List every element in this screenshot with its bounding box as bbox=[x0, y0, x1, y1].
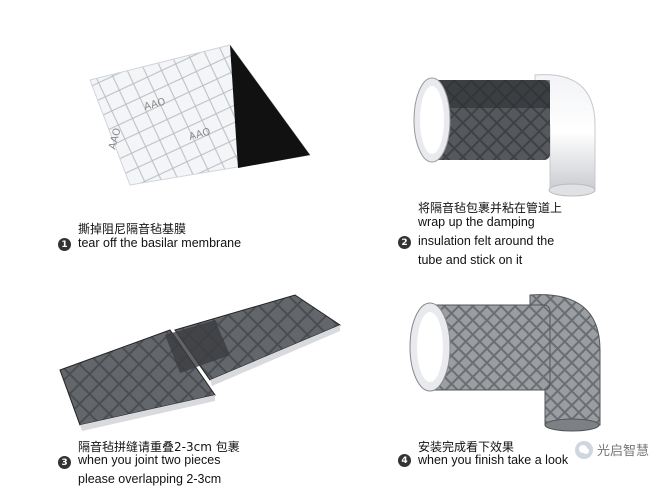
step-1-caption-en: tear off the basilar membrane bbox=[78, 234, 241, 253]
membrane-print-1: AAO bbox=[143, 97, 167, 113]
step-2-caption-cn: 将隔音毡包裹并粘在管道上 bbox=[418, 201, 563, 215]
step-4-number: 4 bbox=[398, 454, 411, 467]
step-4-caption-en-line: when you finish take a look bbox=[418, 453, 569, 467]
step-3-caption-cn: 隔音毡拼缝请重叠2-3cm 包裹 bbox=[78, 440, 240, 454]
step-3-illustration bbox=[40, 285, 350, 440]
step-2-caption-en-line: tube and stick on it bbox=[418, 253, 523, 267]
step-4-caption-en: when you finish take a look bbox=[418, 451, 568, 470]
step-1-caption-en-line: tear off the basilar membrane bbox=[78, 236, 242, 250]
step-3-caption-en-line: when you joint two pieces bbox=[78, 453, 221, 467]
step-1-caption-cn: 撕掉阻尼隔音毡基膜 bbox=[78, 222, 187, 236]
fully-wrapped-pipe-image bbox=[409, 294, 601, 432]
overlapped-strips-image bbox=[59, 294, 342, 431]
step-4-caption-cn: 安装完成看下效果 bbox=[418, 440, 515, 454]
step-3-caption-en-line: please overlapping 2-3cm bbox=[78, 472, 222, 486]
membrane-sheet-image: AAO AAO AAO bbox=[89, 44, 311, 186]
step-2-caption-en-line: insulation felt around the bbox=[418, 234, 555, 248]
step-4-illustration bbox=[395, 285, 625, 435]
wechat-logo-icon bbox=[574, 440, 593, 459]
watermark-text: 光启智慧 bbox=[596, 444, 649, 459]
watermark: 光启智慧 bbox=[574, 440, 649, 459]
step-3-number: 3 bbox=[58, 456, 71, 469]
membrane-print-3: AAO bbox=[107, 127, 123, 151]
membrane-print-2: AAO bbox=[188, 127, 212, 143]
step-2-caption-en: wrap up the damping insulation felt arou… bbox=[418, 213, 554, 270]
step-1-number: 1 bbox=[58, 238, 71, 251]
step-3-caption-en: when you joint two pieces please overlap… bbox=[78, 451, 221, 489]
step-2-illustration bbox=[395, 55, 625, 205]
step-2-number: 2 bbox=[398, 236, 411, 249]
step-2-caption-en-line: wrap up the damping bbox=[418, 215, 535, 229]
step-1-illustration: AAO AAO AAO bbox=[0, 0, 330, 230]
wrapped-pipe-image bbox=[413, 74, 596, 197]
